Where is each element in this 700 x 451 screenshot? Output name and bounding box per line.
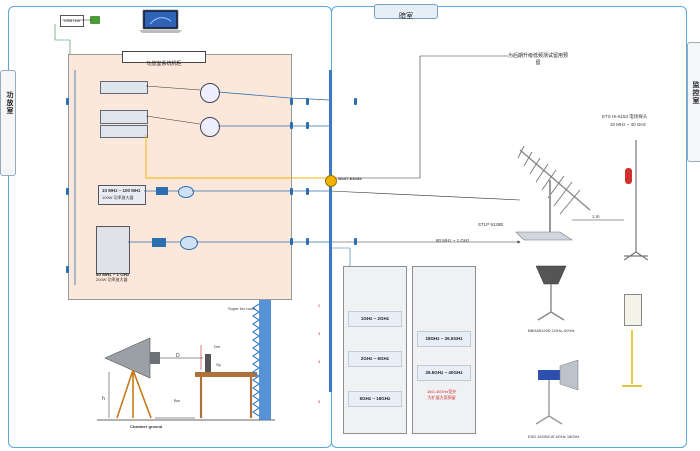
rack-right-band-2: 26.5GHz ~ 40GHz xyxy=(417,365,471,381)
pad-11 xyxy=(66,98,69,105)
chamber-label-Dm: Dm xyxy=(214,344,221,349)
amp2-label-box: 80 MHz – 1 GHz 200W 功率放大器 xyxy=(96,272,142,287)
rack-right-note: 18G-40GHz室外 为扩展方案预留 xyxy=(427,389,457,400)
signal-generator-1 xyxy=(100,81,148,94)
coupler-3 xyxy=(152,238,166,247)
rack-left-band-1-label: 1GHz ~ 2GHz xyxy=(360,316,390,321)
chamber-label-Bm: Bm xyxy=(174,398,180,403)
side-number-4: 4 xyxy=(318,359,321,364)
side-number-3: 3 xyxy=(318,331,321,336)
chamber-label-h: h xyxy=(102,396,105,402)
pad-7 xyxy=(290,238,293,245)
pad-1 xyxy=(290,98,293,105)
side-number-5: 5 xyxy=(318,399,321,404)
horn-antenna-1 xyxy=(535,265,567,321)
laptop-icon xyxy=(138,9,183,34)
monitor-room-label: 监控室 xyxy=(692,81,699,105)
rack-left: 1GHz ~ 2GHz 2GHz ~ 6GHz 6GHz ~ 18GHz xyxy=(343,266,407,434)
rack-area-title: 功放室系统机柜 xyxy=(146,61,182,67)
pad-3 xyxy=(290,122,293,129)
wall-coupler-label: W107-K6194 xyxy=(338,176,362,181)
freq-range-label: 80 MHz ~ 1 GHz xyxy=(436,238,470,243)
power-meter xyxy=(100,125,148,138)
usb-plug-icon xyxy=(90,16,100,24)
rack-left-band-3: 6GHz ~ 18GHz xyxy=(348,391,402,407)
note-top: 为后期升级低频测试留用预留 xyxy=(508,53,569,66)
rack-area-title-box: 功放室系统机柜 xyxy=(122,51,206,67)
pad-5 xyxy=(290,188,293,195)
coupler-1 xyxy=(156,187,168,195)
darkroom-header: 暗室 xyxy=(374,4,438,20)
amplifier-1: 10 MHz – 100 MHz 100W 功率放大器 xyxy=(98,185,146,205)
amp1-sub: 100W 功率放大器 xyxy=(102,195,134,200)
wall-divider xyxy=(329,70,332,392)
signal-generator-2 xyxy=(100,110,148,124)
side-number-2: 2 xyxy=(318,303,321,308)
rack-right: 18GHz ~ 26.5GHz 26.5GHz ~ 40GHz 18G-40GH… xyxy=(412,266,476,434)
rack-right-band-1: 18GHz ~ 26.5GHz xyxy=(417,331,471,347)
horn-antenna-2 xyxy=(535,359,579,425)
usb-hub-box: USB hub xyxy=(60,15,84,27)
field-probe-icon xyxy=(625,168,632,184)
pad-10 xyxy=(354,238,357,245)
horn2-label: ESD 4420M W 6GHz 18GHz xyxy=(528,434,580,439)
wall-coupler xyxy=(325,175,337,187)
stlp-label: STLP 9128E xyxy=(478,222,504,227)
switch-unit-2 xyxy=(200,117,220,137)
pad-9 xyxy=(354,98,357,105)
horn1-label: BBHA9120D 1GHz–6GHz xyxy=(528,328,575,333)
pad-12 xyxy=(66,188,69,195)
amplifier-2 xyxy=(96,226,130,274)
pad-8 xyxy=(306,238,309,245)
amp1-band: 10 MHz – 100 MHz xyxy=(102,188,141,193)
pad-6 xyxy=(306,188,309,195)
rack-right-band-1-label: 18GHz ~ 26.5GHz xyxy=(425,336,463,341)
amp2-sub: 200W 功率放大器 xyxy=(96,277,128,282)
amp-room-label: 功放室 xyxy=(6,91,13,115)
amp-room-tab: 功放室 xyxy=(0,70,16,176)
probe-name: ETS HI-6153 电场探头 xyxy=(602,114,648,119)
coupler-4 xyxy=(180,236,198,250)
pad-2 xyxy=(306,98,309,105)
chamber-drawing xyxy=(97,300,275,421)
chamber-ground-label: Chamber ground xyxy=(130,424,163,429)
pad-13 xyxy=(66,266,69,273)
rack-left-band-1: 1GHz ~ 2GHz xyxy=(348,311,402,327)
chamber-label-D: D xyxy=(176,353,180,359)
switch-unit-1 xyxy=(200,83,220,103)
probe-enclosure xyxy=(624,294,642,326)
rack-left-band-2-label: 2GHz ~ 6GHz xyxy=(360,356,390,361)
rack-right-band-2-label: 26.5GHz ~ 40GHz xyxy=(425,370,463,375)
monitor-room-tab: 监控室 xyxy=(687,42,700,162)
absorber-label: Super fox room xyxy=(228,306,256,311)
log-periodic-antenna xyxy=(515,145,591,241)
probe-range: 10 MHz ~ 40 GHz xyxy=(610,122,646,127)
amp2-band: 80 MHz – 1 GHz xyxy=(96,272,130,277)
coupler-2 xyxy=(178,186,194,198)
rack-left-band-3-label: 6GHz ~ 18GHz xyxy=(359,396,391,401)
rack-left-band-2: 2GHz ~ 6GHz xyxy=(348,351,402,367)
distance-label: 1 m xyxy=(592,214,600,219)
chamber-label-Sp: Sp xyxy=(216,362,221,367)
pad-4 xyxy=(306,122,309,129)
darkroom-label: 暗室 xyxy=(399,13,413,20)
usb-hub-label: USB hub xyxy=(63,18,80,23)
